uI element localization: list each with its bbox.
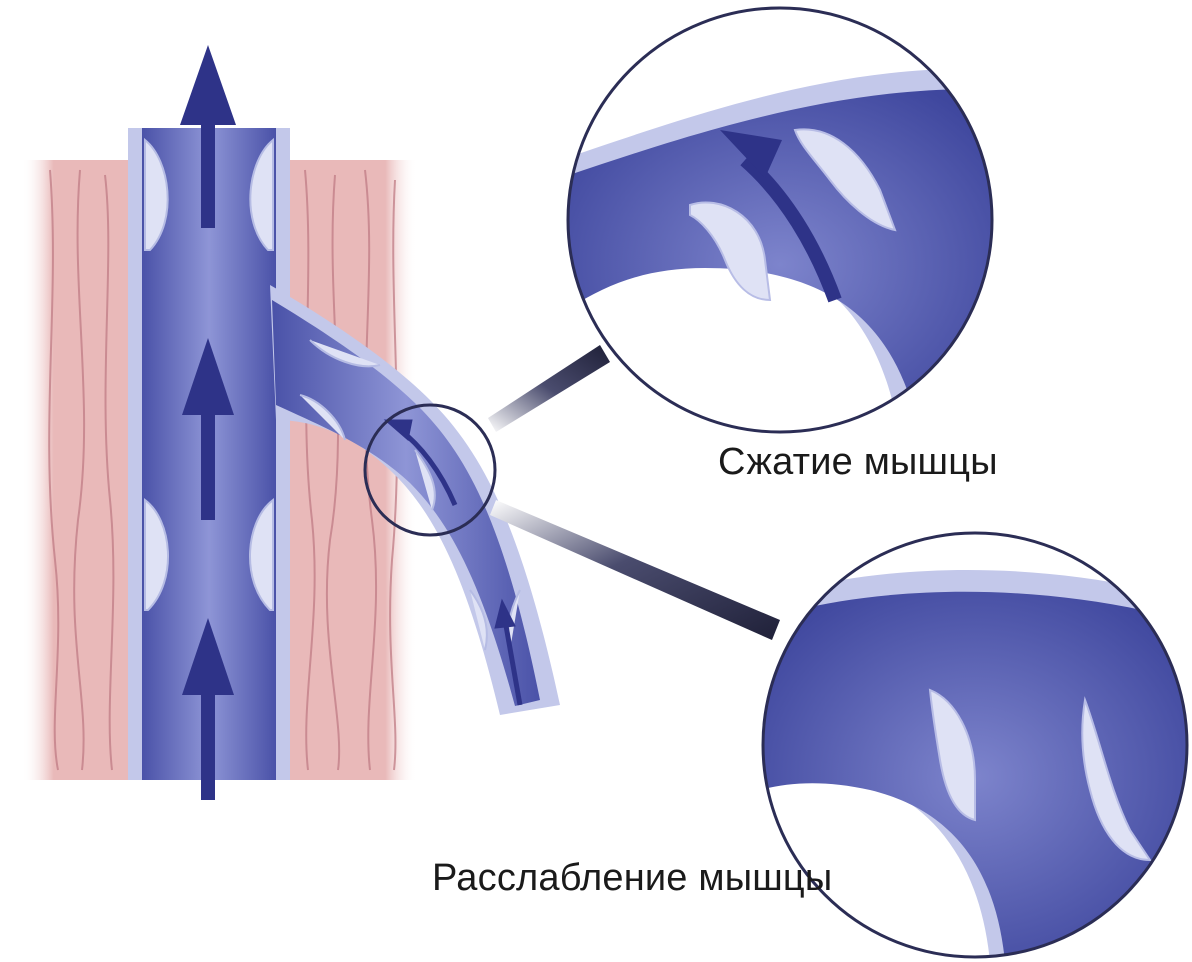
main-vein-arrows — [180, 45, 236, 800]
branch-vein-arrows — [383, 419, 523, 706]
branch-vein — [270, 285, 560, 715]
arrow-up-icon — [182, 618, 234, 800]
arrow-up-icon — [720, 130, 842, 303]
main-vein-valves — [144, 137, 274, 611]
relaxation-label: Расслабление мышцы — [432, 857, 833, 899]
contraction-zoom — [566, 6, 994, 434]
zoom-circle-icon — [363, 403, 497, 537]
relaxation-zoom — [761, 531, 1189, 959]
arrow-up-icon — [180, 45, 236, 228]
zoom-connectors — [488, 345, 780, 640]
contraction-label: Сжатие мышцы — [718, 441, 998, 483]
branch-vein-valves — [299, 339, 521, 651]
arrow-up-icon — [182, 338, 234, 520]
